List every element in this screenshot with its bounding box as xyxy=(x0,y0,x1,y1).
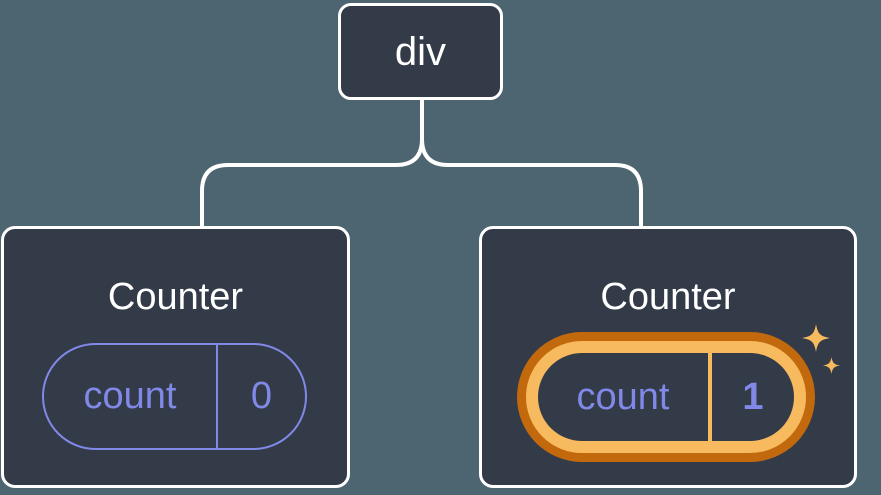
state-pill: count 0 xyxy=(42,343,307,450)
state-key-label: count xyxy=(576,375,670,418)
component-name-label: Counter xyxy=(107,276,244,318)
pill-divider xyxy=(216,345,218,448)
state-key-label: count xyxy=(83,375,177,417)
connector-right-branch xyxy=(420,100,643,227)
root-node-label: div xyxy=(394,29,447,74)
counter-node-left: Counter count 0 xyxy=(1,226,350,488)
counter-node-right: Counter count 1 xyxy=(479,226,857,488)
state-value: 0 xyxy=(250,375,273,417)
sparkle-large xyxy=(802,324,831,353)
connector-left-branch xyxy=(200,100,424,227)
state-value: 1 xyxy=(742,375,764,418)
sparkle-small xyxy=(823,357,840,374)
pill-divider xyxy=(708,353,712,441)
sparkles-icon xyxy=(802,324,840,374)
root-node-div: div xyxy=(338,3,503,100)
state-pill-highlighted: count 1 xyxy=(526,341,806,453)
component-name-label: Counter xyxy=(600,276,736,318)
